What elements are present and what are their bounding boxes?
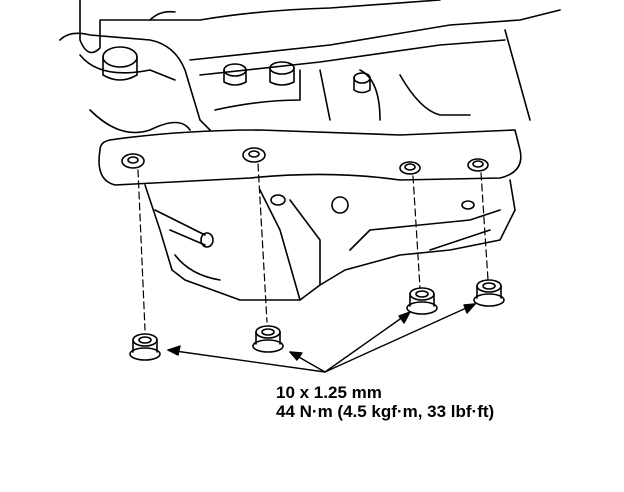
upper-bolts [102, 46, 371, 94]
leader-arrows [167, 303, 476, 373]
thread-size-label: 10 x 1.25 mm [276, 383, 382, 402]
flange-nut-4 [473, 279, 505, 307]
transmission-case [144, 179, 516, 301]
torque-spec-label: 44 N·m (4.5 kgf·m, 33 lbf·ft) [276, 402, 495, 421]
flange-nuts [129, 279, 505, 361]
alignment-lines [137, 163, 489, 331]
flange-nut-3 [406, 287, 438, 315]
mount-bracket [98, 129, 522, 186]
upper-frame [59, 0, 561, 134]
flange-nut-1 [129, 333, 161, 361]
flange-nut-2 [252, 325, 284, 353]
